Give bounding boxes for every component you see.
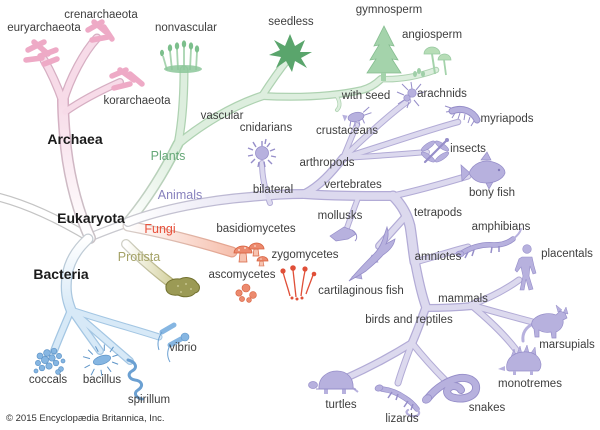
label-lizards: lizards [385, 413, 418, 425]
label-monotremes: monotremes [498, 378, 562, 390]
label-archaea: Archaea [47, 131, 102, 147]
bacteria-branch [50, 233, 163, 365]
archaea-branch [39, 33, 124, 244]
monotreme-icon [498, 344, 542, 375]
insect-icon [420, 138, 450, 164]
label-vibrio: vibrio [169, 342, 196, 354]
label-animals: Animals [158, 188, 202, 202]
plants-branch [122, 54, 440, 228]
crenarchaeota-icon [85, 19, 115, 43]
label-snakes: snakes [469, 402, 506, 414]
label-nonvascular: nonvascular [155, 22, 217, 34]
gymnosperm-conifer-icon [366, 25, 402, 81]
label-with-seed: with seed [341, 90, 391, 102]
label-placentals: placentals [541, 248, 593, 260]
label-protista: Protista [118, 250, 160, 264]
protista-amoeba-icon [165, 277, 200, 298]
label-zygomycetes: zygomycetes [271, 249, 338, 261]
label-vascular: vascular [201, 110, 244, 122]
label-crustaceans: crustaceans [316, 125, 378, 137]
cnidarian-icon [247, 138, 277, 168]
crustacean-icon [342, 106, 372, 127]
bacillus-icon [82, 344, 119, 376]
amphibian-icon [455, 228, 522, 259]
label-turtles: turtles [325, 399, 357, 411]
marsupial-icon [521, 304, 569, 343]
copyright-notice: © 2015 Encyclopædia Britannica, Inc. [6, 413, 165, 424]
label-cartilaginous-fish: cartilaginous fish [318, 285, 404, 297]
arachnid-icon [396, 81, 425, 109]
label-euryarchaeota: euryarchaeota [7, 22, 81, 34]
label-fungi: Fungi [144, 222, 175, 236]
lizard-icon [374, 384, 421, 418]
label-arachnids: arachnids [417, 88, 467, 100]
human-placental-icon [514, 244, 537, 291]
label-bony-fish: bony fish [469, 187, 515, 199]
bony-fish-icon [460, 151, 506, 190]
label-mollusks: mollusks [318, 210, 363, 222]
label-bacteria: Bacteria [33, 266, 88, 282]
angiosperm-icon [413, 46, 452, 77]
turtle-icon [308, 370, 359, 394]
fungi-branch [122, 220, 238, 258]
label-bilateral: bilateral [253, 184, 293, 196]
label-basidiomycetes: basidiomycetes [216, 223, 296, 235]
label-seedless: seedless [268, 16, 314, 28]
label-cnidarians: cnidarians [240, 122, 293, 134]
label-vertebrates: vertebrates [324, 179, 382, 191]
label-angiosperm: angiosperm [402, 29, 462, 41]
label-amphibians: amphibians [472, 221, 531, 233]
label-tetrapods: tetrapods [414, 207, 462, 219]
label-ascomycetes: ascomycetes [208, 269, 275, 281]
shark-icon [348, 225, 396, 282]
label-crenarchaeota: crenarchaeota [64, 9, 138, 21]
label-gymnosperm: gymnosperm [356, 4, 422, 16]
label-marsupials: marsupials [539, 339, 595, 351]
coccals-icon [33, 347, 66, 375]
label-birds-and-reptiles: birds and reptiles [365, 314, 453, 326]
vibrio-icon [157, 322, 190, 363]
label-myriapods: myriapods [480, 113, 533, 125]
label-spirillum: spirillum [128, 394, 170, 406]
label-plants: Plants [151, 149, 186, 163]
label-bacillus: bacillus [83, 374, 122, 386]
label-mammals: mammals [438, 293, 488, 305]
korarchaeota-icon [109, 67, 145, 91]
label-coccals: coccals [29, 374, 68, 386]
nonvascular-moss-icon [160, 40, 202, 73]
label-insects: insects [450, 143, 486, 155]
ascomycetes-icon [235, 283, 257, 303]
label-korarchaeota: korarchaeota [103, 95, 171, 107]
seedless-fern-icon [269, 34, 312, 72]
snake-icon [422, 373, 481, 404]
label-eukaryota: Eukaryota [57, 210, 125, 226]
mollusk-icon [329, 226, 358, 242]
basidiomycetes-mushroom-icon [233, 242, 269, 267]
label-amniotes: amniotes [415, 251, 462, 263]
label-arthropods: arthropods [300, 157, 355, 169]
euryarchaeota-icon [23, 39, 60, 67]
myriapod-icon [444, 105, 481, 127]
zygomycetes-icon [280, 265, 317, 301]
spirillum-icon [126, 358, 144, 401]
